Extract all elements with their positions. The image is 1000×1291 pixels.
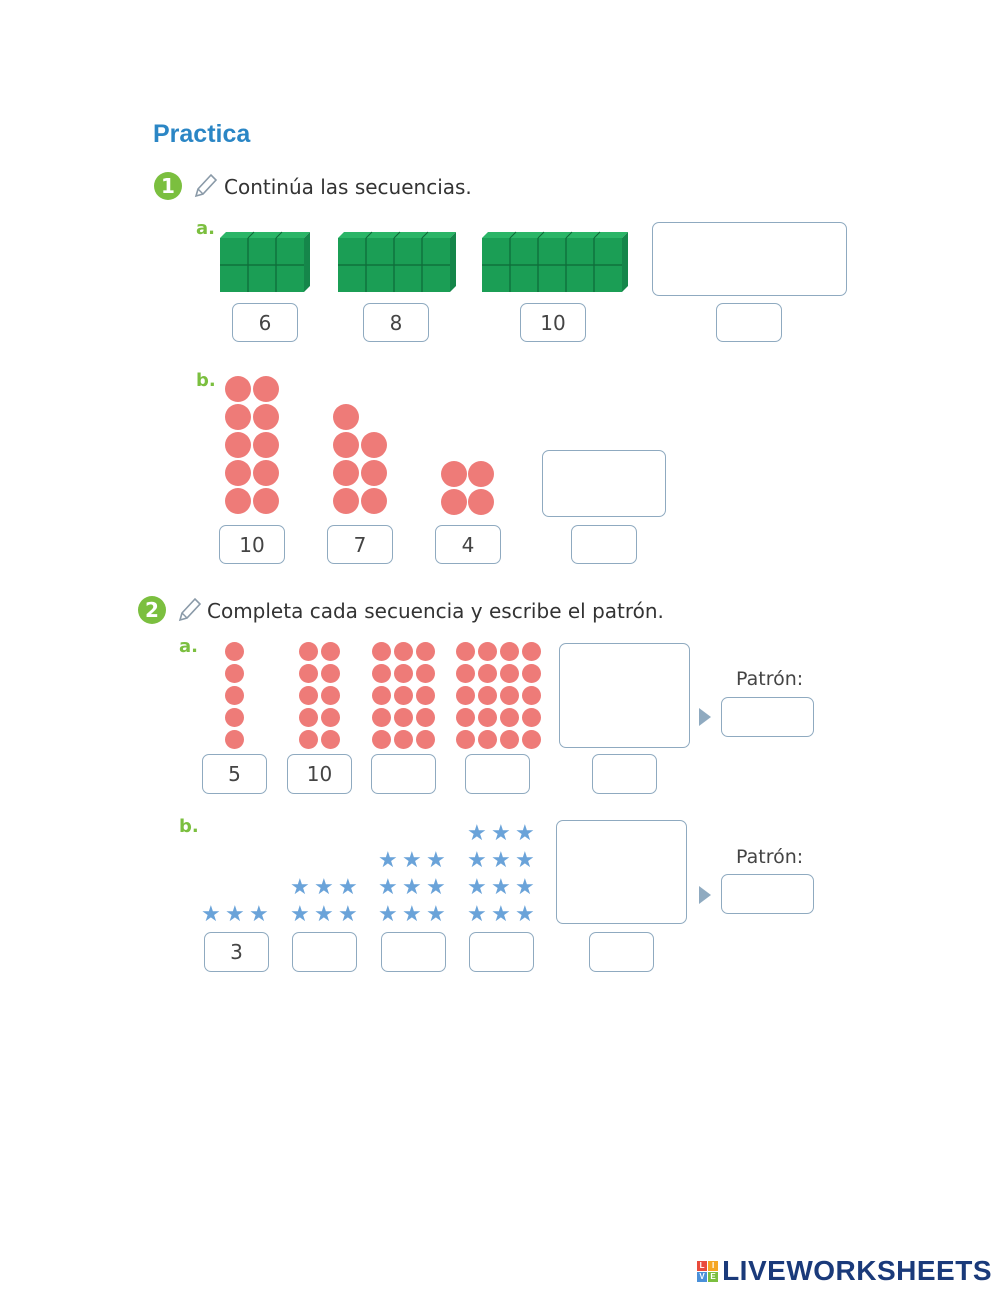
answer-box-2b-4[interactable] [469,932,534,972]
exercise-2-badge: 2 [138,596,166,624]
drawing-box-2a[interactable] [559,643,690,748]
cube-group-8 [338,231,456,292]
exercise-2b-label: b. [179,816,199,837]
exercise-1-instruction: Continúa las secuencias. [224,175,472,199]
drawing-box-1b[interactable] [542,450,666,517]
pattern-box-2a[interactable] [721,697,814,737]
pencil-icon [178,597,202,622]
drawing-box-2b[interactable] [556,820,687,924]
exercise-1a-label: a. [196,218,215,239]
answer-box-2a-1[interactable]: 5 [202,754,267,794]
liveworksheets-logo: L I V E LIVEWORKSHEETS [697,1255,992,1287]
pencil-icon [194,173,218,198]
cube-group-6 [220,231,310,292]
answer-box-1a-4[interactable] [716,303,782,342]
answer-box-2b-3[interactable] [381,932,446,972]
pattern-box-2b[interactable] [721,874,814,914]
page-title: Practica [153,120,251,148]
answer-box-2b-1[interactable]: 3 [204,932,269,972]
cube-sequence [220,231,628,292]
answer-box-1b-1[interactable]: 10 [219,525,285,564]
answer-box-2a-5[interactable] [592,754,657,794]
exercise-2-instruction: Completa cada secuencia y escribe el pat… [207,599,664,623]
answer-box-1b-2[interactable]: 7 [327,525,393,564]
exercise-2a-label: a. [179,636,198,657]
answer-box-2a-2[interactable]: 10 [287,754,352,794]
pattern-label-2a: Patrón: [736,668,804,690]
arrow-right-icon [699,708,711,726]
drawing-box-1a[interactable] [652,222,847,296]
answer-box-2a-4[interactable] [465,754,530,794]
pattern-label-2b: Patrón: [736,846,804,868]
exercise-1-badge: 1 [154,172,182,200]
answer-box-1a-1[interactable]: 6 [232,303,298,342]
answer-box-1a-2[interactable]: 8 [363,303,429,342]
answer-box-1b-4[interactable] [571,525,637,564]
logo-text: LIVEWORKSHEETS [722,1255,992,1286]
arrow-right-icon [699,886,711,904]
exercise-1b-label: b. [196,370,216,391]
answer-box-2b-5[interactable] [589,932,654,972]
answer-box-1b-3[interactable]: 4 [435,525,501,564]
answer-box-1a-3[interactable]: 10 [520,303,586,342]
cube-group-10 [482,231,628,292]
logo-mark: L I V E [697,1260,719,1282]
answer-box-2b-2[interactable] [292,932,357,972]
answer-box-2a-3[interactable] [371,754,436,794]
